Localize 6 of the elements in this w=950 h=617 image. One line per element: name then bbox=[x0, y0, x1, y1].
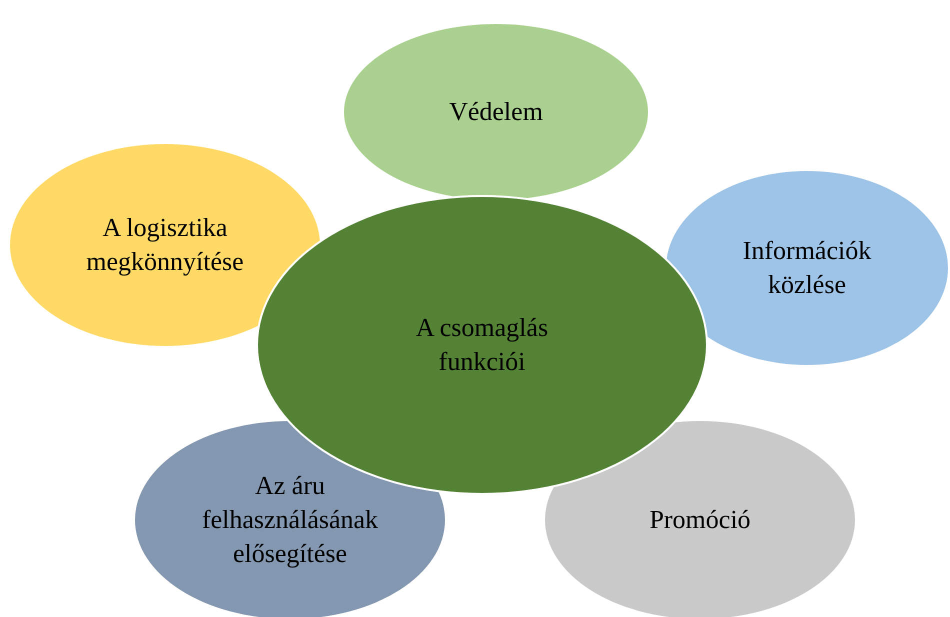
node-label: Az áru felhasználásának elősegítése bbox=[200, 470, 380, 570]
node-label: Védelem bbox=[449, 96, 543, 128]
node-label: Promóció bbox=[649, 504, 751, 536]
node-label: A logisztika megkönnyítése bbox=[85, 212, 245, 278]
node-label: A csomaglás funkciói bbox=[414, 312, 550, 378]
node-label: Információk közlése bbox=[742, 235, 872, 301]
